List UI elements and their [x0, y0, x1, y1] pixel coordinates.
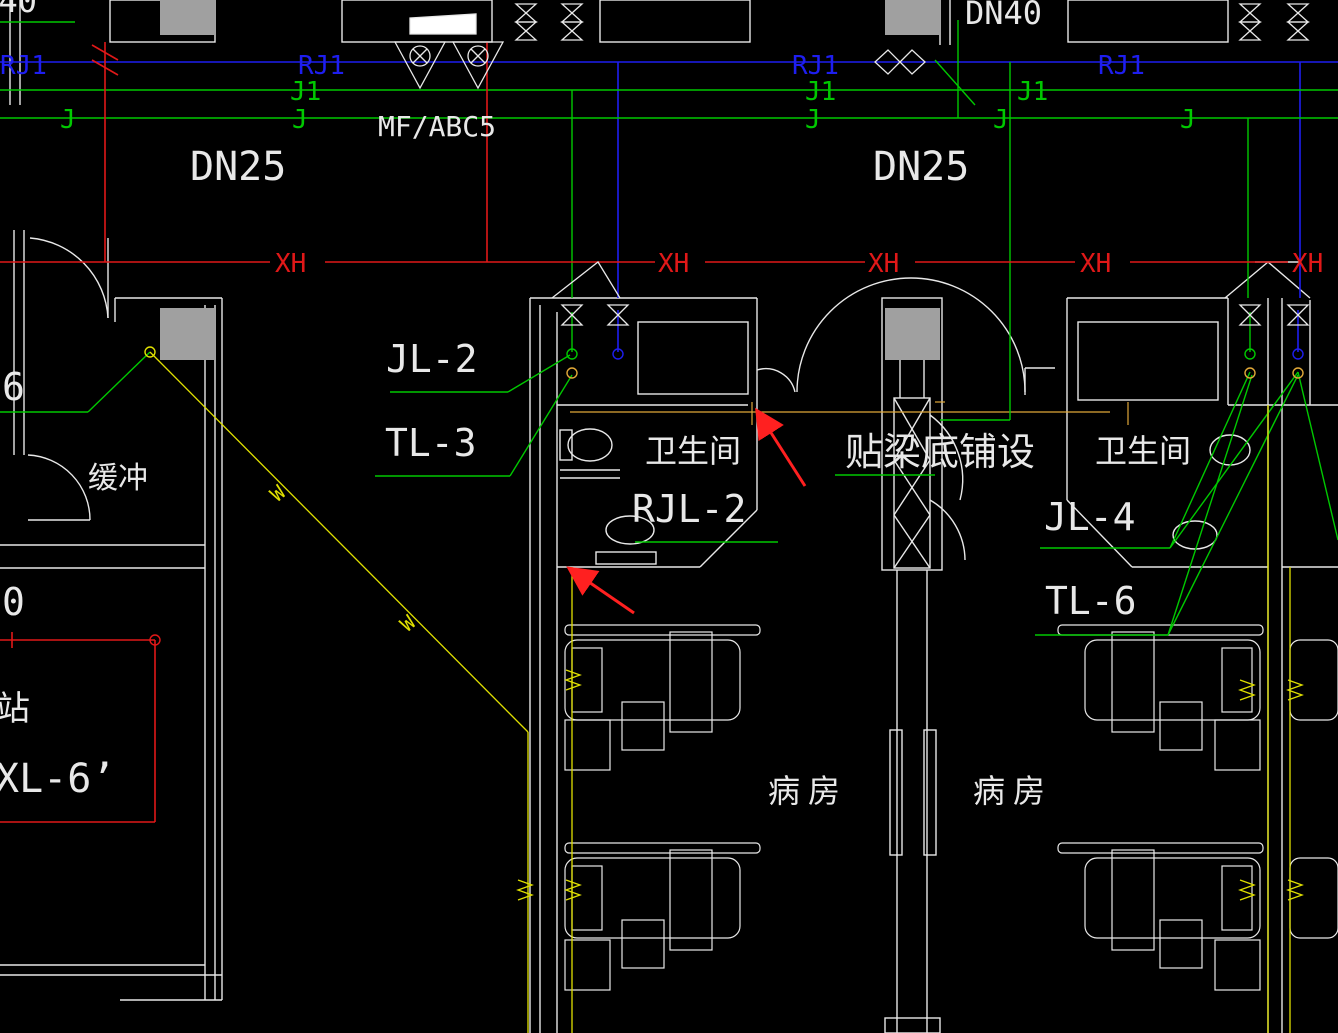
- label-j-a: J: [60, 105, 76, 135]
- label-xh-b: XH: [658, 249, 689, 279]
- annotation-arrows: [566, 407, 807, 615]
- ward-furniture: [564, 624, 1338, 991]
- label-j-b: J: [292, 105, 308, 135]
- hydrant-labels: XH XH XH XH XH: [275, 249, 1323, 279]
- label-xh-c: XH: [868, 249, 899, 279]
- label-xh-d: XH: [1080, 249, 1111, 279]
- label-rj1-a: RJ1: [298, 51, 345, 81]
- note-beam-soffit: 贴梁底铺设: [845, 430, 1035, 474]
- label-j1-c: J1: [1017, 77, 1048, 107]
- extinguisher-label: MF/ABC5: [378, 110, 496, 143]
- note-edge-6: 6: [2, 365, 25, 409]
- label-j-e: J: [1180, 105, 1196, 135]
- arrow-drain-riser: [566, 566, 635, 615]
- valve-symbols: [514, 3, 1310, 326]
- label-w-b: W: [395, 610, 420, 637]
- arrow-bathroom-wall: [755, 407, 807, 487]
- fire-hydrant-pipes: [0, 42, 1288, 823]
- room-buffer: 缓冲: [88, 461, 148, 496]
- label-rj1-c: RJ1: [1098, 51, 1145, 81]
- riser-jl4: JL-4: [1044, 495, 1136, 539]
- white-labels: DN25 DN25 DN40 DN40 MF/ABC5 JL-2 TL-3 RJ…: [0, 0, 1137, 802]
- label-j-d: J: [993, 105, 1009, 135]
- label-rj1-left: RJ1: [0, 51, 47, 81]
- label-rj1-b: RJ1: [792, 51, 839, 81]
- label-xh-a: XH: [275, 249, 306, 279]
- room-bathroom-a: 卫生间: [645, 432, 741, 470]
- label-w-a: W: [265, 480, 290, 507]
- room-labels: 卫生间 卫生间 病房 病房 缓冲 站 贴梁底铺设: [0, 430, 1191, 810]
- room-bathroom-b: 卫生间: [1095, 432, 1191, 470]
- note-xl6: XL-6’: [0, 756, 115, 802]
- size-dn40-top-left: DN40: [0, 0, 37, 20]
- beam-line: [570, 401, 1129, 425]
- size-dn40-top-right: DN40: [965, 0, 1042, 32]
- room-ward-a: 病房: [768, 772, 848, 810]
- label-xh-e: XH: [1292, 249, 1323, 279]
- pipe-labels: RJ1 RJ1 RJ1 RJ1: [0, 51, 1145, 81]
- riser-tl3: TL-3: [385, 421, 477, 465]
- label-j1-a: J1: [290, 77, 321, 107]
- size-dn25-left: DN25: [190, 144, 286, 190]
- size-dn25-right: DN25: [873, 144, 969, 190]
- extinguisher-icon: [393, 13, 505, 90]
- label-j-c: J: [805, 105, 821, 135]
- drain-labels: W W: [265, 480, 420, 637]
- label-j1-b: J1: [805, 77, 836, 107]
- water-supply-pipes: [0, 20, 1338, 636]
- room-station: 站: [0, 689, 30, 729]
- riser-tl6: TL-6: [1045, 579, 1137, 623]
- riser-jl2: JL-2: [386, 337, 478, 381]
- drain-pipes: [149, 351, 1304, 1033]
- structural-columns: [160, 0, 940, 360]
- note-edge-0: 0: [2, 580, 25, 624]
- reclaimed-water-pipes: [0, 61, 1338, 352]
- riser-rjl2: RJL-2: [632, 487, 746, 531]
- supply-labels: J1 J1 J1 J J J J J: [60, 77, 1196, 135]
- room-ward-b: 病房: [973, 772, 1053, 810]
